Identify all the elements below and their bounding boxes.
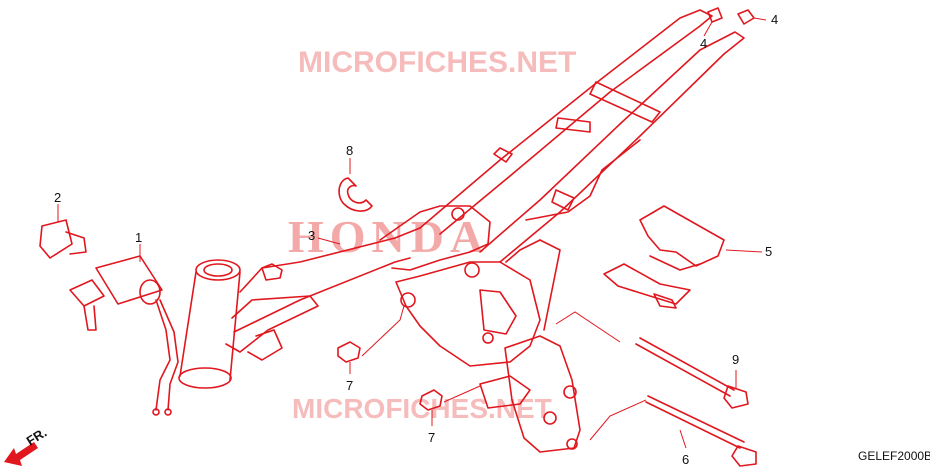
ignition-switch <box>69 255 179 416</box>
switch-cap <box>39 219 87 259</box>
direction-label: FR. <box>24 425 50 449</box>
end-caps <box>707 7 755 25</box>
watermark-site-top: MICROFICHES.NET <box>298 46 576 79</box>
long-bolt-6 <box>645 395 757 467</box>
callout-9: 9 <box>732 352 739 367</box>
callout-1: 1 <box>135 230 142 245</box>
callout-4-left: 4 <box>700 36 707 51</box>
diagram-code: GELEF2000B <box>858 449 930 463</box>
callout-6: 6 <box>682 452 689 467</box>
leader-lines <box>57 17 767 449</box>
head-pipe <box>178 259 241 389</box>
callout-8: 8 <box>346 143 353 158</box>
callouts: 1 2 3 4 4 5 6 7 7 8 9 <box>54 12 778 467</box>
callout-4-right: 4 <box>771 12 778 27</box>
wire-clip <box>338 177 373 212</box>
front-direction-arrow: FR. <box>4 425 49 466</box>
callout-3: 3 <box>308 228 315 243</box>
long-bolt-9 <box>635 337 749 409</box>
callout-7-upper: 7 <box>346 378 353 393</box>
callout-7-lower: 7 <box>428 430 435 445</box>
callout-2: 2 <box>54 190 61 205</box>
nut-lower <box>419 389 443 411</box>
step-bracket <box>603 205 725 309</box>
nut-upper <box>337 341 361 363</box>
callout-5: 5 <box>765 244 772 259</box>
frame-body <box>178 9 745 453</box>
